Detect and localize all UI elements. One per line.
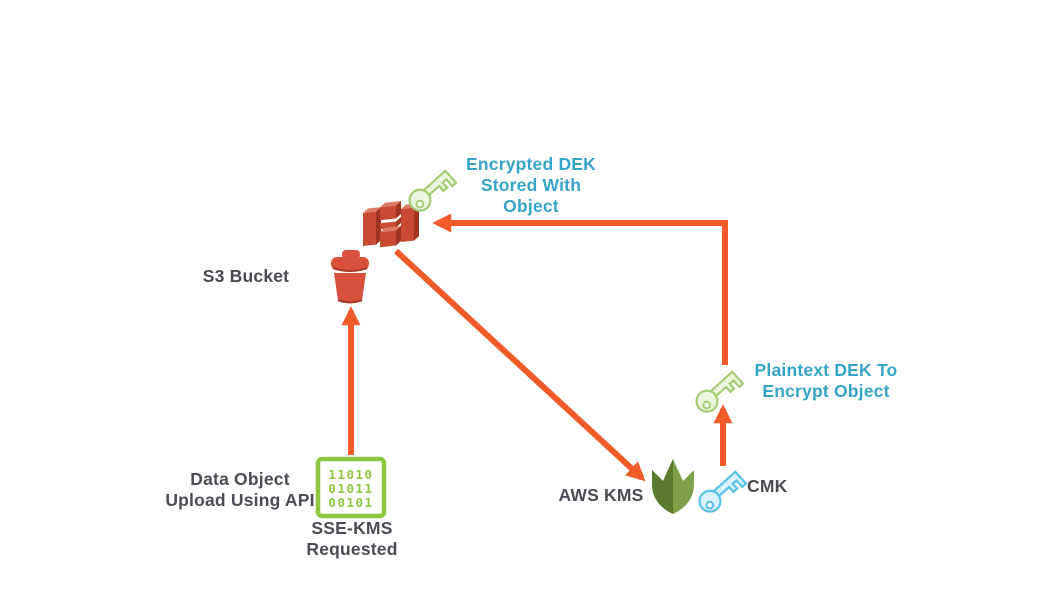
aws-kms-label: AWS KMS [558,485,644,505]
binary-icon-frame [315,456,387,519]
binary-row: 01011 [328,481,373,496]
green-key-icon [408,169,458,212]
s3-block-side [396,226,401,246]
s3-bucket-label: S3 Bucket [202,266,290,286]
binary-data-icon: 11010 01011 00101 [315,456,387,519]
s3-service-icon [363,201,419,248]
encrypted-dek-label: Encrypted DEK Stored With Object [466,154,596,216]
s3-block-front [380,230,396,248]
s3-block-front [380,205,396,221]
data-object-upload-label: Data Object Upload Using API [165,469,315,510]
s3-block-side [414,203,419,241]
bucket-lid-shadow [332,267,368,272]
binary-row: 00101 [328,495,373,510]
bucket-lid [331,257,369,270]
s3-block-front [401,207,414,243]
sse-kms-requested-label: SSE-KMS Requested [306,518,398,559]
s3-block-top [380,226,401,233]
arrow-s3-object-to-kms [393,248,646,482]
shield-left-half [652,459,673,514]
bucket-knob [342,250,360,259]
cmk-label: CMK [747,476,788,496]
s3-block-front [363,211,376,246]
plaintext-dek-label: Plaintext DEK To Encrypt Object [754,360,898,401]
s3-block-side [396,201,401,219]
s3-block-side [396,217,401,228]
bucket-icon [331,250,369,304]
shield-icon [652,459,694,514]
s3-block-top [380,201,401,208]
key-hole [702,400,712,410]
key-stem [708,370,745,398]
arrows [341,213,733,482]
s3-block-top [363,207,381,213]
s3-block-side [376,207,381,245]
blue-key-icon [698,470,748,513]
key-hole [415,199,425,209]
key-hole [705,500,715,510]
arrow-encrypted-dek-to-s3-object [432,213,728,365]
bucket-body [334,273,366,302]
bucket-bottom-shadow [337,298,363,304]
binary-row: 11010 [328,467,373,482]
key-stem [421,169,458,197]
green-key-icon [695,370,745,413]
key-stem [711,470,748,498]
